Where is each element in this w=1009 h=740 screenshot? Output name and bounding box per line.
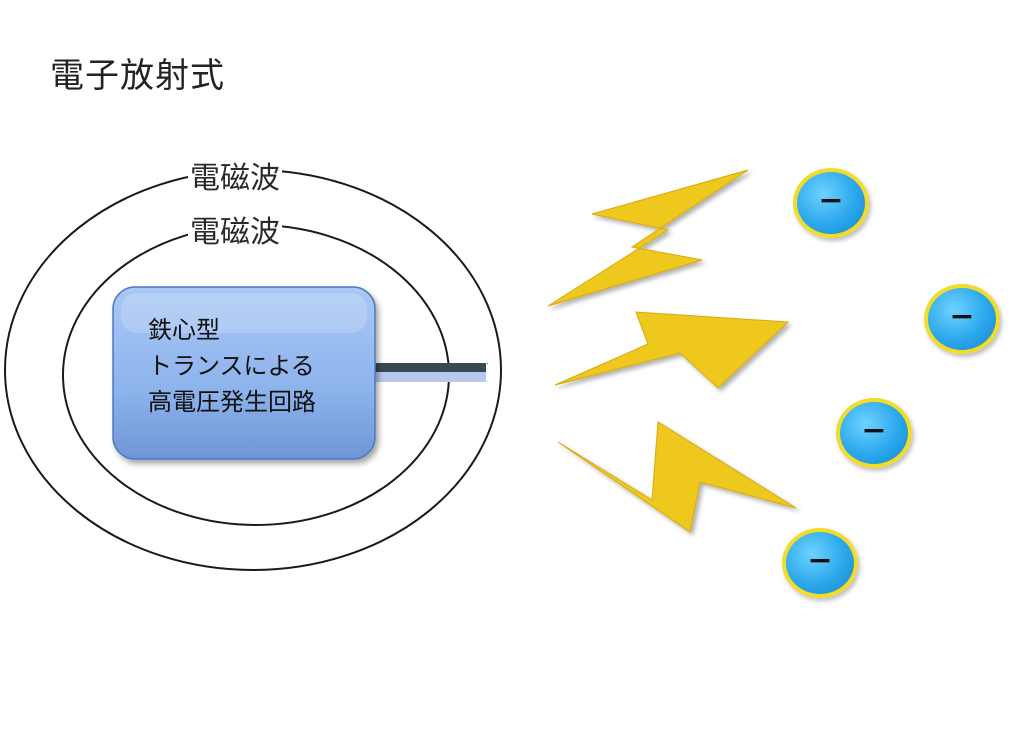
lightning-bolt-icon <box>557 421 797 533</box>
electron: − <box>924 284 1000 354</box>
electron: − <box>836 398 912 468</box>
electron: − <box>793 168 869 238</box>
output-rod <box>360 362 494 383</box>
circuit-label: 鉄心型 トランスによる 高電圧発生回路 <box>148 312 316 420</box>
diagram-title: 電子放射式 <box>50 56 225 96</box>
lightning-bolt-icon <box>554 311 790 389</box>
electron: − <box>782 528 858 598</box>
outer-wave-label: 電磁波 <box>188 161 282 196</box>
minus-icon: − <box>807 543 833 578</box>
circuit-label-line: 鉄心型 <box>148 316 220 344</box>
minus-icon: − <box>949 299 975 334</box>
circuit-label-line: 高電圧発生回路 <box>148 388 316 416</box>
lightning-bolt-icon <box>547 169 749 307</box>
circuit-label-line: トランスによる <box>148 352 315 380</box>
minus-icon: − <box>861 413 887 448</box>
circuit-box <box>112 286 376 460</box>
minus-icon: − <box>818 183 844 218</box>
inner-wave-label: 電磁波 <box>188 215 282 250</box>
